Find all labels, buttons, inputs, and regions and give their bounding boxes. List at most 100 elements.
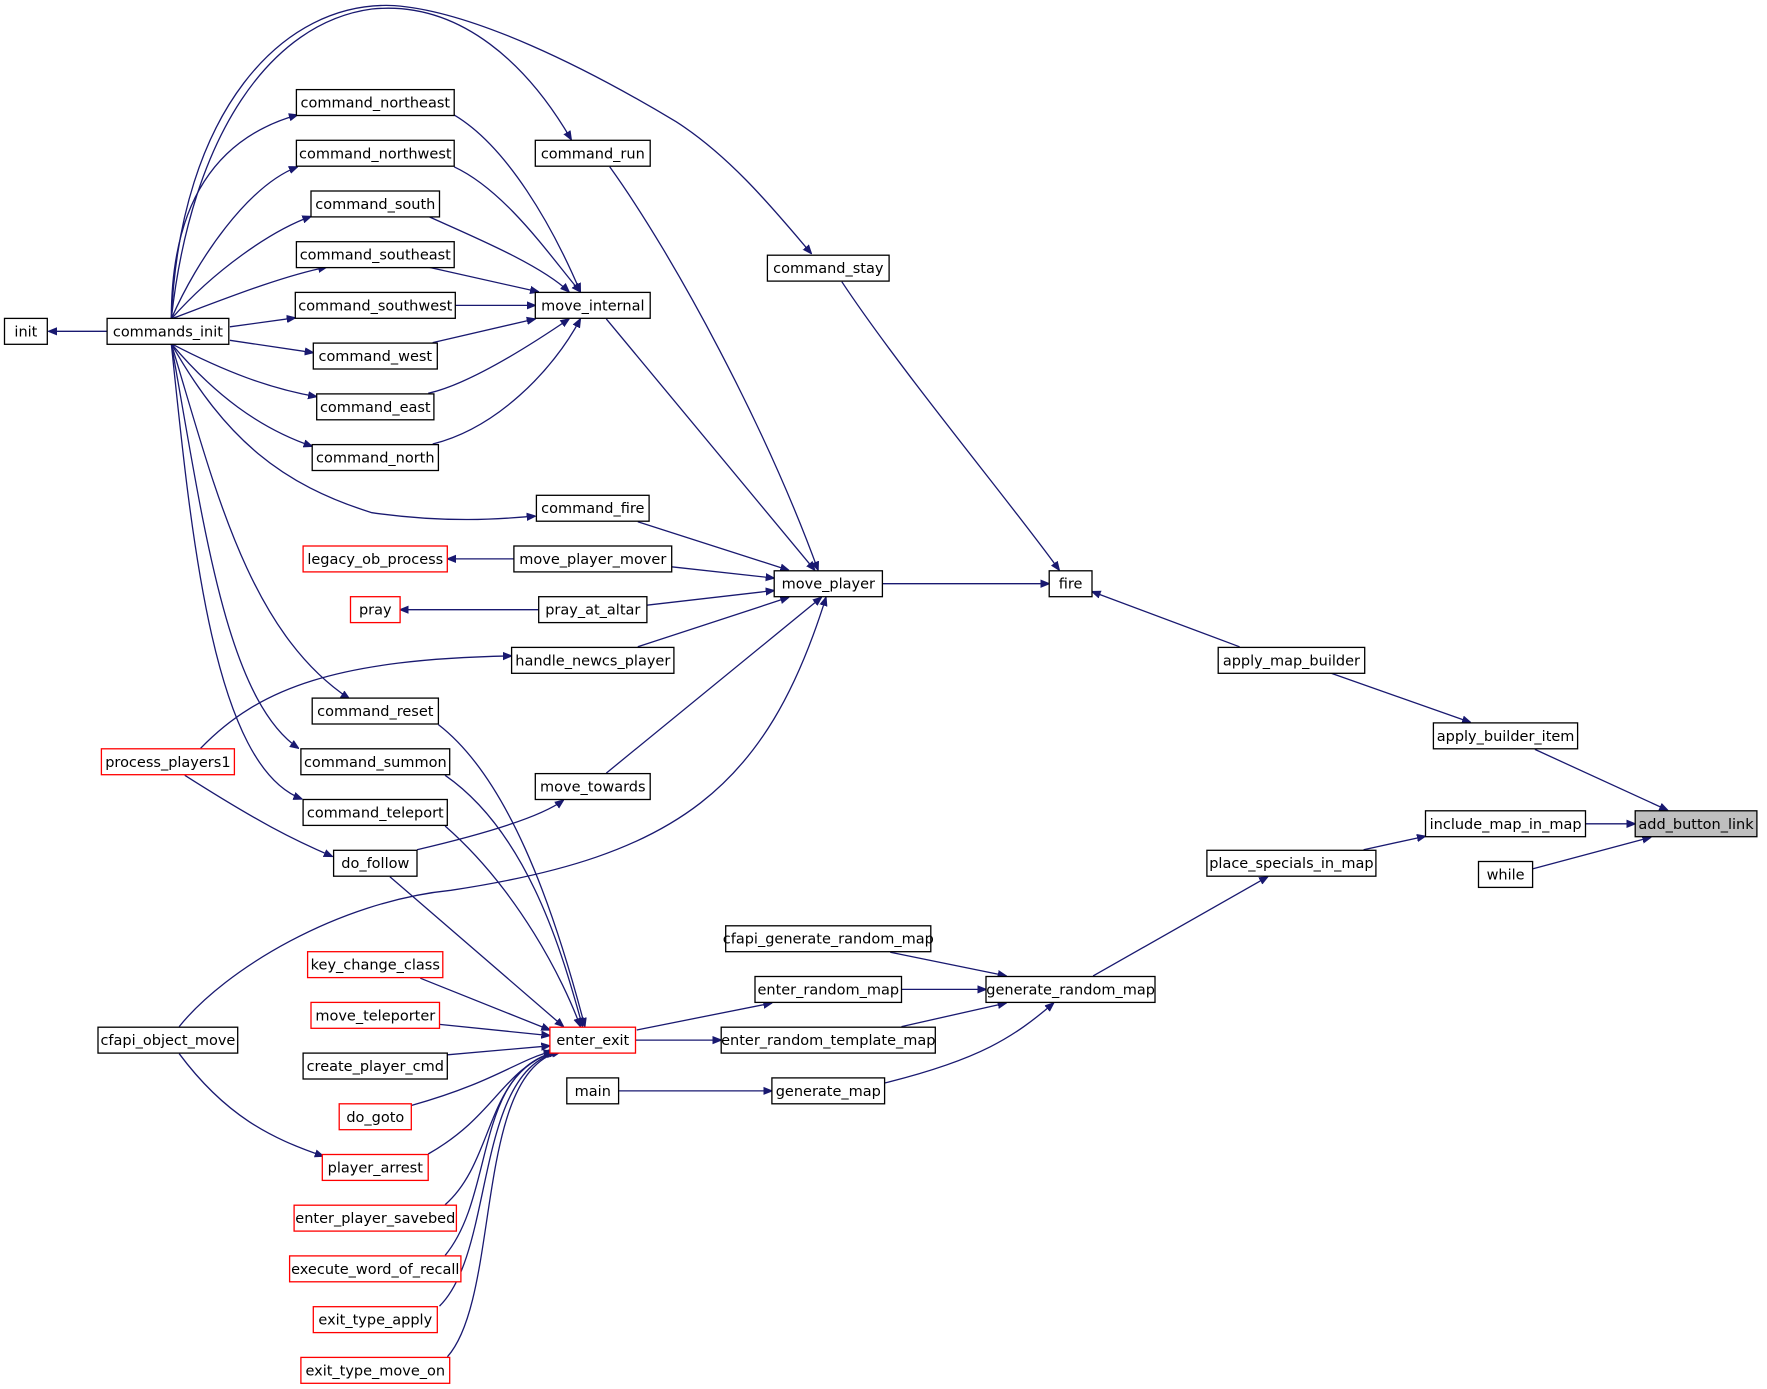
node-player_arrest[interactable]: player_arrest <box>321 1153 429 1182</box>
node-box-exit_type_apply[interactable] <box>312 1306 438 1334</box>
node-box-main[interactable] <box>566 1077 620 1105</box>
node-box-process_players1[interactable] <box>100 748 236 776</box>
node-box-move_player[interactable] <box>773 570 884 598</box>
node-box-do_goto[interactable] <box>338 1103 412 1131</box>
node-box-exit_type_move_on[interactable] <box>300 1356 451 1384</box>
node-box-generate_random_map[interactable] <box>985 975 1156 1004</box>
node-command_west[interactable]: command_west <box>312 342 438 370</box>
node-fire[interactable]: fire <box>1048 570 1093 598</box>
node-box-place_specials_in_map[interactable] <box>1206 849 1377 877</box>
node-enter_exit[interactable]: enter_exit <box>549 1026 637 1054</box>
node-enter_random_template_map[interactable]: enter_random_template_map <box>720 1026 936 1054</box>
node-box-command_northeast[interactable] <box>295 88 455 117</box>
node-command_northeast[interactable]: command_northeast <box>295 88 455 117</box>
node-command_summon[interactable]: command_summon <box>300 748 451 776</box>
node-include_map_in_map[interactable]: include_map_in_map <box>1424 810 1587 838</box>
node-do_follow[interactable]: do_follow <box>332 849 418 877</box>
node-box-enter_exit[interactable] <box>549 1026 637 1054</box>
node-apply_builder_item[interactable]: apply_builder_item <box>1432 722 1579 750</box>
node-move_towards[interactable]: move_towards <box>534 772 651 801</box>
node-box-pray[interactable] <box>349 596 401 624</box>
node-enter_random_map[interactable]: enter_random_map <box>754 975 903 1004</box>
node-apply_map_builder[interactable]: apply_map_builder <box>1217 646 1366 674</box>
node-command_north[interactable]: command_north <box>311 443 440 472</box>
node-add_button_link[interactable]: add_button_link <box>1634 810 1758 838</box>
node-while[interactable]: while <box>1477 860 1534 889</box>
node-box-command_west[interactable] <box>312 342 438 370</box>
node-move_player_mover[interactable]: move_player_mover <box>513 545 673 573</box>
node-command_east[interactable]: command_east <box>316 393 435 421</box>
node-box-do_follow[interactable] <box>332 849 418 877</box>
node-box-command_summon[interactable] <box>300 748 451 776</box>
node-cfapi_object_move[interactable]: cfapi_object_move <box>97 1026 239 1054</box>
node-box-command_southeast[interactable] <box>295 241 455 269</box>
node-key_change_class[interactable]: key_change_class <box>306 951 444 979</box>
node-box-move_internal[interactable] <box>534 291 651 319</box>
node-init[interactable]: init <box>3 317 48 345</box>
node-box-enter_random_map[interactable] <box>754 975 903 1004</box>
node-move_teleporter[interactable]: move_teleporter <box>310 1001 441 1029</box>
node-box-fire[interactable] <box>1048 570 1093 598</box>
node-exit_type_apply[interactable]: exit_type_apply <box>312 1306 438 1334</box>
node-command_run[interactable]: command_run <box>534 139 651 167</box>
node-box-key_change_class[interactable] <box>306 951 444 979</box>
node-legacy_ob_process[interactable]: legacy_ob_process <box>302 545 448 573</box>
node-pray[interactable]: pray <box>349 596 401 624</box>
node-box-create_player_cmd[interactable] <box>302 1052 448 1080</box>
node-place_specials_in_map[interactable]: place_specials_in_map <box>1206 849 1377 877</box>
node-box-command_reset[interactable] <box>311 697 440 725</box>
node-box-command_east[interactable] <box>316 393 435 421</box>
node-box-pray_at_altar[interactable] <box>538 596 648 624</box>
node-generate_random_map[interactable]: generate_random_map <box>985 975 1156 1004</box>
node-box-command_teleport[interactable] <box>302 798 448 827</box>
node-execute_word_of_recall[interactable]: execute_word_of_recall <box>288 1255 462 1283</box>
node-command_reset[interactable]: command_reset <box>311 697 440 725</box>
node-box-enter_player_savebed[interactable] <box>293 1204 458 1232</box>
node-main[interactable]: main <box>566 1077 620 1105</box>
node-box-add_button_link[interactable] <box>1634 810 1758 838</box>
node-do_goto[interactable]: do_goto <box>338 1103 412 1131</box>
node-box-move_teleporter[interactable] <box>310 1001 441 1029</box>
node-move_internal[interactable]: move_internal <box>534 291 651 319</box>
node-enter_player_savebed[interactable]: enter_player_savebed <box>293 1204 458 1232</box>
node-command_south[interactable]: command_south <box>310 190 441 218</box>
node-box-handle_newcs_player[interactable] <box>510 646 675 674</box>
node-command_teleport[interactable]: command_teleport <box>302 798 448 827</box>
node-box-while[interactable] <box>1477 860 1534 889</box>
node-box-command_run[interactable] <box>534 139 651 167</box>
node-command_northwest[interactable]: command_northwest <box>295 139 455 167</box>
node-box-command_fire[interactable] <box>535 494 650 522</box>
node-handle_newcs_player[interactable]: handle_newcs_player <box>510 646 675 674</box>
node-create_player_cmd[interactable]: create_player_cmd <box>302 1052 448 1080</box>
node-box-apply_builder_item[interactable] <box>1432 722 1579 750</box>
node-box-move_player_mover[interactable] <box>513 545 673 573</box>
node-box-legacy_ob_process[interactable] <box>302 545 448 573</box>
node-command_fire[interactable]: command_fire <box>535 494 650 522</box>
node-box-command_stay[interactable] <box>766 254 890 282</box>
node-box-command_north[interactable] <box>311 443 440 472</box>
node-box-cfapi_generate_random_map[interactable] <box>725 925 932 953</box>
node-generate_map[interactable]: generate_map <box>771 1077 886 1105</box>
node-move_player[interactable]: move_player <box>773 570 884 598</box>
node-process_players1[interactable]: process_players1 <box>100 748 236 776</box>
node-cfapi_generate_random_map[interactable]: cfapi_generate_random_map <box>723 925 934 953</box>
node-box-move_towards[interactable] <box>534 772 651 801</box>
node-box-player_arrest[interactable] <box>321 1153 429 1182</box>
node-box-command_south[interactable] <box>310 190 441 218</box>
node-box-init[interactable] <box>3 317 48 345</box>
node-box-generate_map[interactable] <box>771 1077 886 1105</box>
node-box-commands_init[interactable] <box>106 317 230 345</box>
node-commands_init[interactable]: commands_init <box>106 317 230 345</box>
node-box-command_northwest[interactable] <box>295 139 455 167</box>
node-command_stay[interactable]: command_stay <box>766 254 890 282</box>
node-exit_type_move_on[interactable]: exit_type_move_on <box>300 1356 451 1384</box>
node-box-include_map_in_map[interactable] <box>1424 810 1587 838</box>
node-box-command_southwest[interactable] <box>294 291 456 319</box>
node-box-enter_random_template_map[interactable] <box>720 1026 936 1054</box>
node-command_southeast[interactable]: command_southeast <box>295 241 455 269</box>
node-box-execute_word_of_recall[interactable] <box>288 1255 462 1283</box>
node-command_southwest[interactable]: command_southwest <box>294 291 456 319</box>
node-pray_at_altar[interactable]: pray_at_altar <box>538 596 648 624</box>
node-box-cfapi_object_move[interactable] <box>97 1026 239 1054</box>
node-box-apply_map_builder[interactable] <box>1217 646 1366 674</box>
